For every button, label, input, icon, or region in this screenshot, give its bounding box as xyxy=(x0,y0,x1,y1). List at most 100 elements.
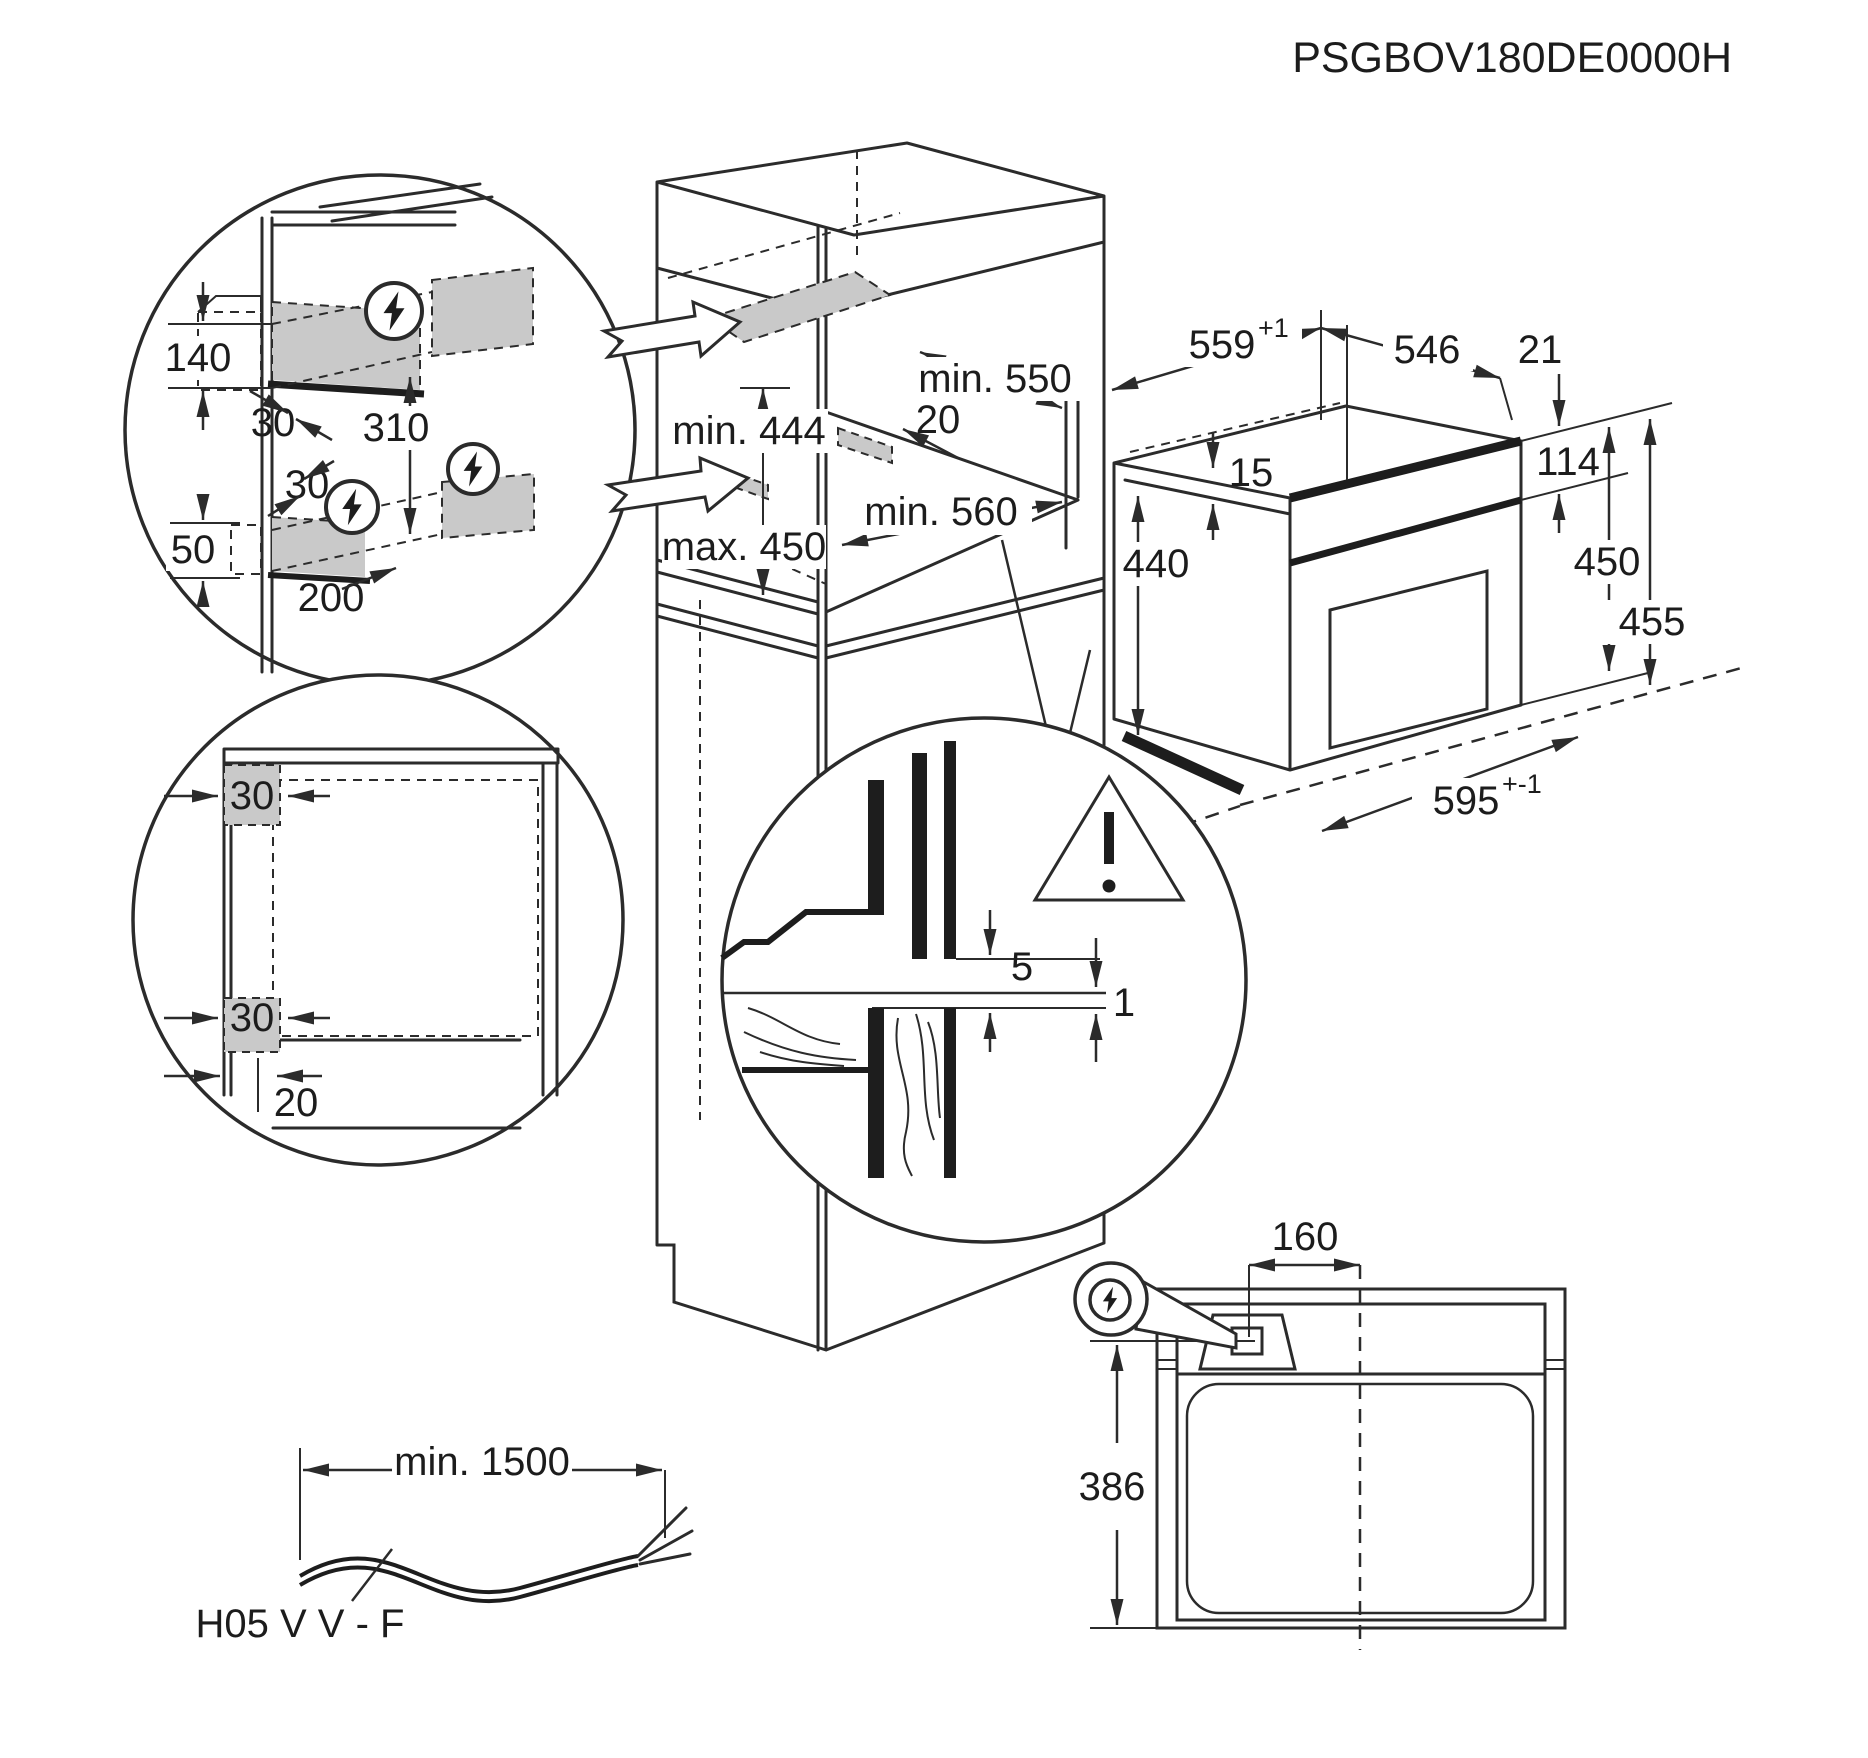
dim-arrow xyxy=(341,566,397,591)
oven: 559 +1 546 21 114 15 440 450 455 595 xyxy=(1111,310,1746,835)
dim-label-offset-top: 30 xyxy=(251,401,296,445)
wood-block-edge xyxy=(868,1008,884,1178)
terminal-housing xyxy=(1198,1313,1297,1371)
wood-block-edge xyxy=(944,1008,956,1178)
plan-walls xyxy=(222,747,560,1130)
floor-projection-dashed xyxy=(1159,665,1746,835)
electric-icon xyxy=(324,479,380,535)
control-panel-edge xyxy=(1289,496,1522,567)
dim-arrow xyxy=(303,459,335,481)
cable-wire-ends xyxy=(636,1506,694,1566)
label-bg xyxy=(1562,540,1654,584)
dim-label-box-height: 140 xyxy=(165,336,232,380)
connection-box-lower-bottom xyxy=(267,572,371,584)
detail-pointer-wedge xyxy=(1000,539,1092,736)
rear-spacer-block xyxy=(837,426,893,465)
dim-label-floor-depth: min. 560 xyxy=(864,490,1017,534)
label-bg xyxy=(906,357,1084,401)
warning-exclamation-dot xyxy=(1102,879,1116,893)
callout-arrow-lower xyxy=(603,455,751,514)
dim-label-spacer: 20 xyxy=(916,398,961,442)
dim-label-front-width-tol: +-1 xyxy=(1502,769,1542,799)
dim-label-depth: 546 xyxy=(1394,328,1461,372)
connection-box-upper-edges xyxy=(271,301,421,390)
plan-connection-zone-lower xyxy=(223,997,281,1053)
wall-detail-circle: 140 30 310 30 50 200 xyxy=(123,173,637,687)
dim-label-niche-width: 559 xyxy=(1189,323,1256,367)
connection-box-upper-rear xyxy=(431,266,534,358)
label-bg xyxy=(1606,600,1698,644)
oven-top-front-edge xyxy=(1288,436,1523,503)
dim-ticks xyxy=(168,323,272,389)
ceiling-connection-zone xyxy=(706,270,893,344)
top-view-outer xyxy=(1155,1287,1567,1630)
oven-dimensions: 559 +1 546 21 114 15 440 450 455 595 xyxy=(1111,310,1746,835)
dim-label-top-depth: min. 550 xyxy=(918,357,1071,401)
ext-line-top-right xyxy=(1520,402,1673,442)
panel-step-profile xyxy=(720,909,884,961)
model-code-title: PSGBOV180DE0000H xyxy=(1292,34,1732,82)
oven-top-view: 160 386 xyxy=(1073,1215,1567,1650)
dim-label-lower-offset: 30 xyxy=(230,996,275,1040)
dim-label-niche-max: max. 450 xyxy=(662,525,827,569)
cable-leader-line xyxy=(351,1548,393,1602)
label-bg xyxy=(1162,323,1302,367)
cabinet-hidden-edges xyxy=(667,150,901,1120)
dim-label-body-height: 440 xyxy=(1123,542,1190,586)
dim-label-gap1: 1 xyxy=(1113,981,1135,1025)
ext-line-bottom xyxy=(1520,672,1649,706)
mains-cable: min. 1500 H05 V V - F xyxy=(196,1440,694,1646)
dim-label-lip: 21 xyxy=(1518,328,1563,372)
dim-label-front-offset: 20 xyxy=(274,1081,319,1125)
tall-cabinet: min. 550 20 min. 444 max. 450 min. 560 xyxy=(655,141,1106,1352)
label-bg xyxy=(162,336,234,380)
wood-grain-centre xyxy=(895,1013,941,1177)
dim-label-top-clearance: 15 xyxy=(1229,451,1274,495)
dim-ticks xyxy=(299,1448,666,1560)
front-duct-box-lower xyxy=(230,524,262,575)
wall-detail-dimensions: 140 30 310 30 50 200 xyxy=(162,282,429,620)
panel-section-bar xyxy=(944,741,956,959)
label-bg xyxy=(1119,542,1193,586)
electric-icon xyxy=(364,281,424,341)
dim-label-cable-length: min. 1500 xyxy=(394,1440,570,1484)
junction-detail-circle: 5 1 xyxy=(720,716,1248,1244)
dim-label-front-width: 595 xyxy=(1433,779,1500,823)
connection-box-upper-bottom xyxy=(267,380,425,398)
label-bg xyxy=(1106,983,1144,1025)
dim-arrow xyxy=(249,389,289,415)
label-bg xyxy=(1412,778,1598,826)
dim-label-box2-height: 50 xyxy=(171,528,216,572)
dim-label-total-height: 455 xyxy=(1619,600,1686,644)
plan-detail-circle: 30 30 20 xyxy=(131,673,625,1167)
wall-panel-lines xyxy=(260,182,494,674)
dim-label-box-depth: 200 xyxy=(298,576,365,620)
electric-callout xyxy=(1073,1261,1238,1350)
top-view-side-tabs xyxy=(1157,1359,1565,1370)
detail-circle-outline xyxy=(720,716,1248,1244)
dim-label-panel-height: 114 xyxy=(1536,440,1600,484)
label-bg xyxy=(166,529,222,571)
label-bg xyxy=(670,409,828,453)
dim-label-niche-min: min. 444 xyxy=(672,409,825,453)
dim-label-gap5: 5 xyxy=(1011,945,1033,989)
ext-line xyxy=(1499,377,1513,421)
dim-label-front-height: 450 xyxy=(1574,540,1641,584)
top-view-inner xyxy=(1175,1302,1547,1622)
label-bg xyxy=(852,491,1032,535)
oven-top-hidden-line xyxy=(1129,402,1341,453)
dim-label-spacing: 310 xyxy=(363,406,430,450)
label-bg xyxy=(662,525,826,569)
plan-connection-zone-upper xyxy=(223,764,281,826)
dim-arrow-spacer xyxy=(902,427,959,460)
wood-grain-left xyxy=(743,1007,857,1067)
dim-label-niche-width-tol: +1 xyxy=(1258,313,1289,343)
appliance-footprint-dashed xyxy=(272,779,539,1037)
dim-label-conduit-offset: 160 xyxy=(1272,1215,1339,1259)
cabinet-dimensions: min. 550 20 min. 444 max. 450 min. 560 xyxy=(662,350,1084,595)
callout-arrow-upper xyxy=(599,299,743,360)
warning-triangle xyxy=(1032,774,1186,902)
oven-base-trim xyxy=(1121,730,1245,796)
